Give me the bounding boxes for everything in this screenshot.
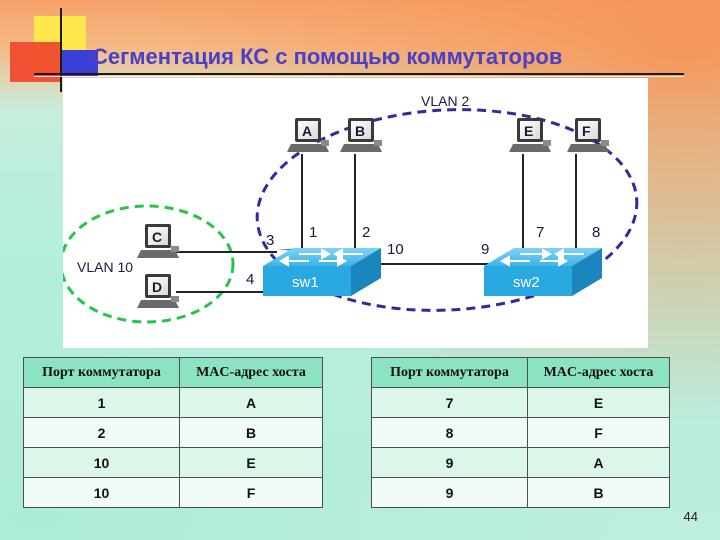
port-8-label: 8 xyxy=(592,224,601,241)
host-e-icon xyxy=(509,118,551,152)
cell-port: 1 xyxy=(23,387,180,418)
host-f-label: F xyxy=(582,123,591,139)
cell-port: 8 xyxy=(371,417,528,448)
host-f-icon xyxy=(567,118,609,152)
title-underline xyxy=(34,73,684,75)
host-a-label: A xyxy=(302,123,313,139)
vlan2-label: VLAN 2 xyxy=(421,93,470,109)
cell-port: 9 xyxy=(371,477,528,508)
port-1-label: 1 xyxy=(309,224,318,241)
cell-mac: A xyxy=(527,447,670,478)
switch-sw1-label: sw1 xyxy=(292,274,319,291)
slide-title: Сегментация КС с помощью коммутаторов xyxy=(92,44,563,69)
table-header-row: Порт коммутатора MAC-адрес хоста xyxy=(23,357,323,388)
table-row: 9 A xyxy=(371,447,670,478)
cell-mac: F xyxy=(179,477,323,508)
switch-sw1-icon xyxy=(263,248,381,296)
switch-sw2-label: sw2 xyxy=(513,274,540,291)
cell-port: 10 xyxy=(23,447,180,478)
host-c-icon xyxy=(137,224,179,258)
table-row: 1 A xyxy=(23,387,323,418)
column-header-port: Порт коммутатора xyxy=(23,357,180,388)
host-b-label: B xyxy=(355,123,366,139)
host-c-label: C xyxy=(152,229,163,245)
vlan10-label: VLAN 10 xyxy=(77,259,134,275)
table-row: 8 F xyxy=(371,417,670,448)
table-row: 2 B xyxy=(23,417,323,448)
cell-mac: E xyxy=(179,447,323,478)
port-10-label: 10 xyxy=(387,241,404,258)
port-7-label: 7 xyxy=(536,224,545,241)
cell-mac: E xyxy=(527,387,670,418)
switch-sw2-icon xyxy=(484,248,602,296)
host-e-label: E xyxy=(524,123,534,139)
port-2-label: 2 xyxy=(362,224,371,241)
table-row: 9 B xyxy=(371,477,670,508)
table-header-row: Порт коммутатора MAC-адрес хоста xyxy=(371,357,670,388)
host-b-icon xyxy=(340,118,382,152)
table-row: 10 E xyxy=(23,447,323,478)
cell-port: 2 xyxy=(23,417,180,448)
cell-mac: A xyxy=(179,387,323,418)
cell-mac: B xyxy=(179,417,323,448)
cell-mac: B xyxy=(527,477,670,508)
port-9-label: 9 xyxy=(481,241,490,258)
column-header-mac: MAC-адрес хоста xyxy=(527,357,670,388)
sw2-mac-table: Порт коммутатора MAC-адрес хоста 7 E 8 F… xyxy=(371,357,670,508)
network-diagram: VLAN 2 VLAN 10 A B C D E F sw1 sw2 1 2 3… xyxy=(63,78,648,348)
decor-blue-square xyxy=(60,50,98,76)
table-row: 7 E xyxy=(371,387,670,418)
sw1-mac-table: Порт коммутатора MAC-адрес хоста 1 A 2 B… xyxy=(23,357,323,508)
cell-port: 9 xyxy=(371,447,528,478)
vlan2-boundary xyxy=(255,108,639,312)
title-underline-highlight xyxy=(34,76,684,77)
network-diagram-svg xyxy=(63,108,639,324)
cell-port: 10 xyxy=(23,477,180,508)
column-header-mac: MAC-адрес хоста xyxy=(179,357,323,388)
decor-vertical-line xyxy=(60,8,62,92)
decor-red-square xyxy=(10,42,60,82)
host-d-label: D xyxy=(152,279,163,295)
table-row: 10 F xyxy=(23,477,323,508)
cables xyxy=(176,154,577,293)
host-a-icon xyxy=(287,118,329,152)
vlan10-boundary xyxy=(63,204,235,324)
host-d-icon xyxy=(137,274,179,308)
page-number: 44 xyxy=(683,509,698,524)
cell-port: 7 xyxy=(371,387,528,418)
port-4-label: 4 xyxy=(246,271,255,288)
port-3-label: 3 xyxy=(266,232,275,249)
column-header-port: Порт коммутатора xyxy=(371,357,528,388)
cell-mac: F xyxy=(527,417,670,448)
